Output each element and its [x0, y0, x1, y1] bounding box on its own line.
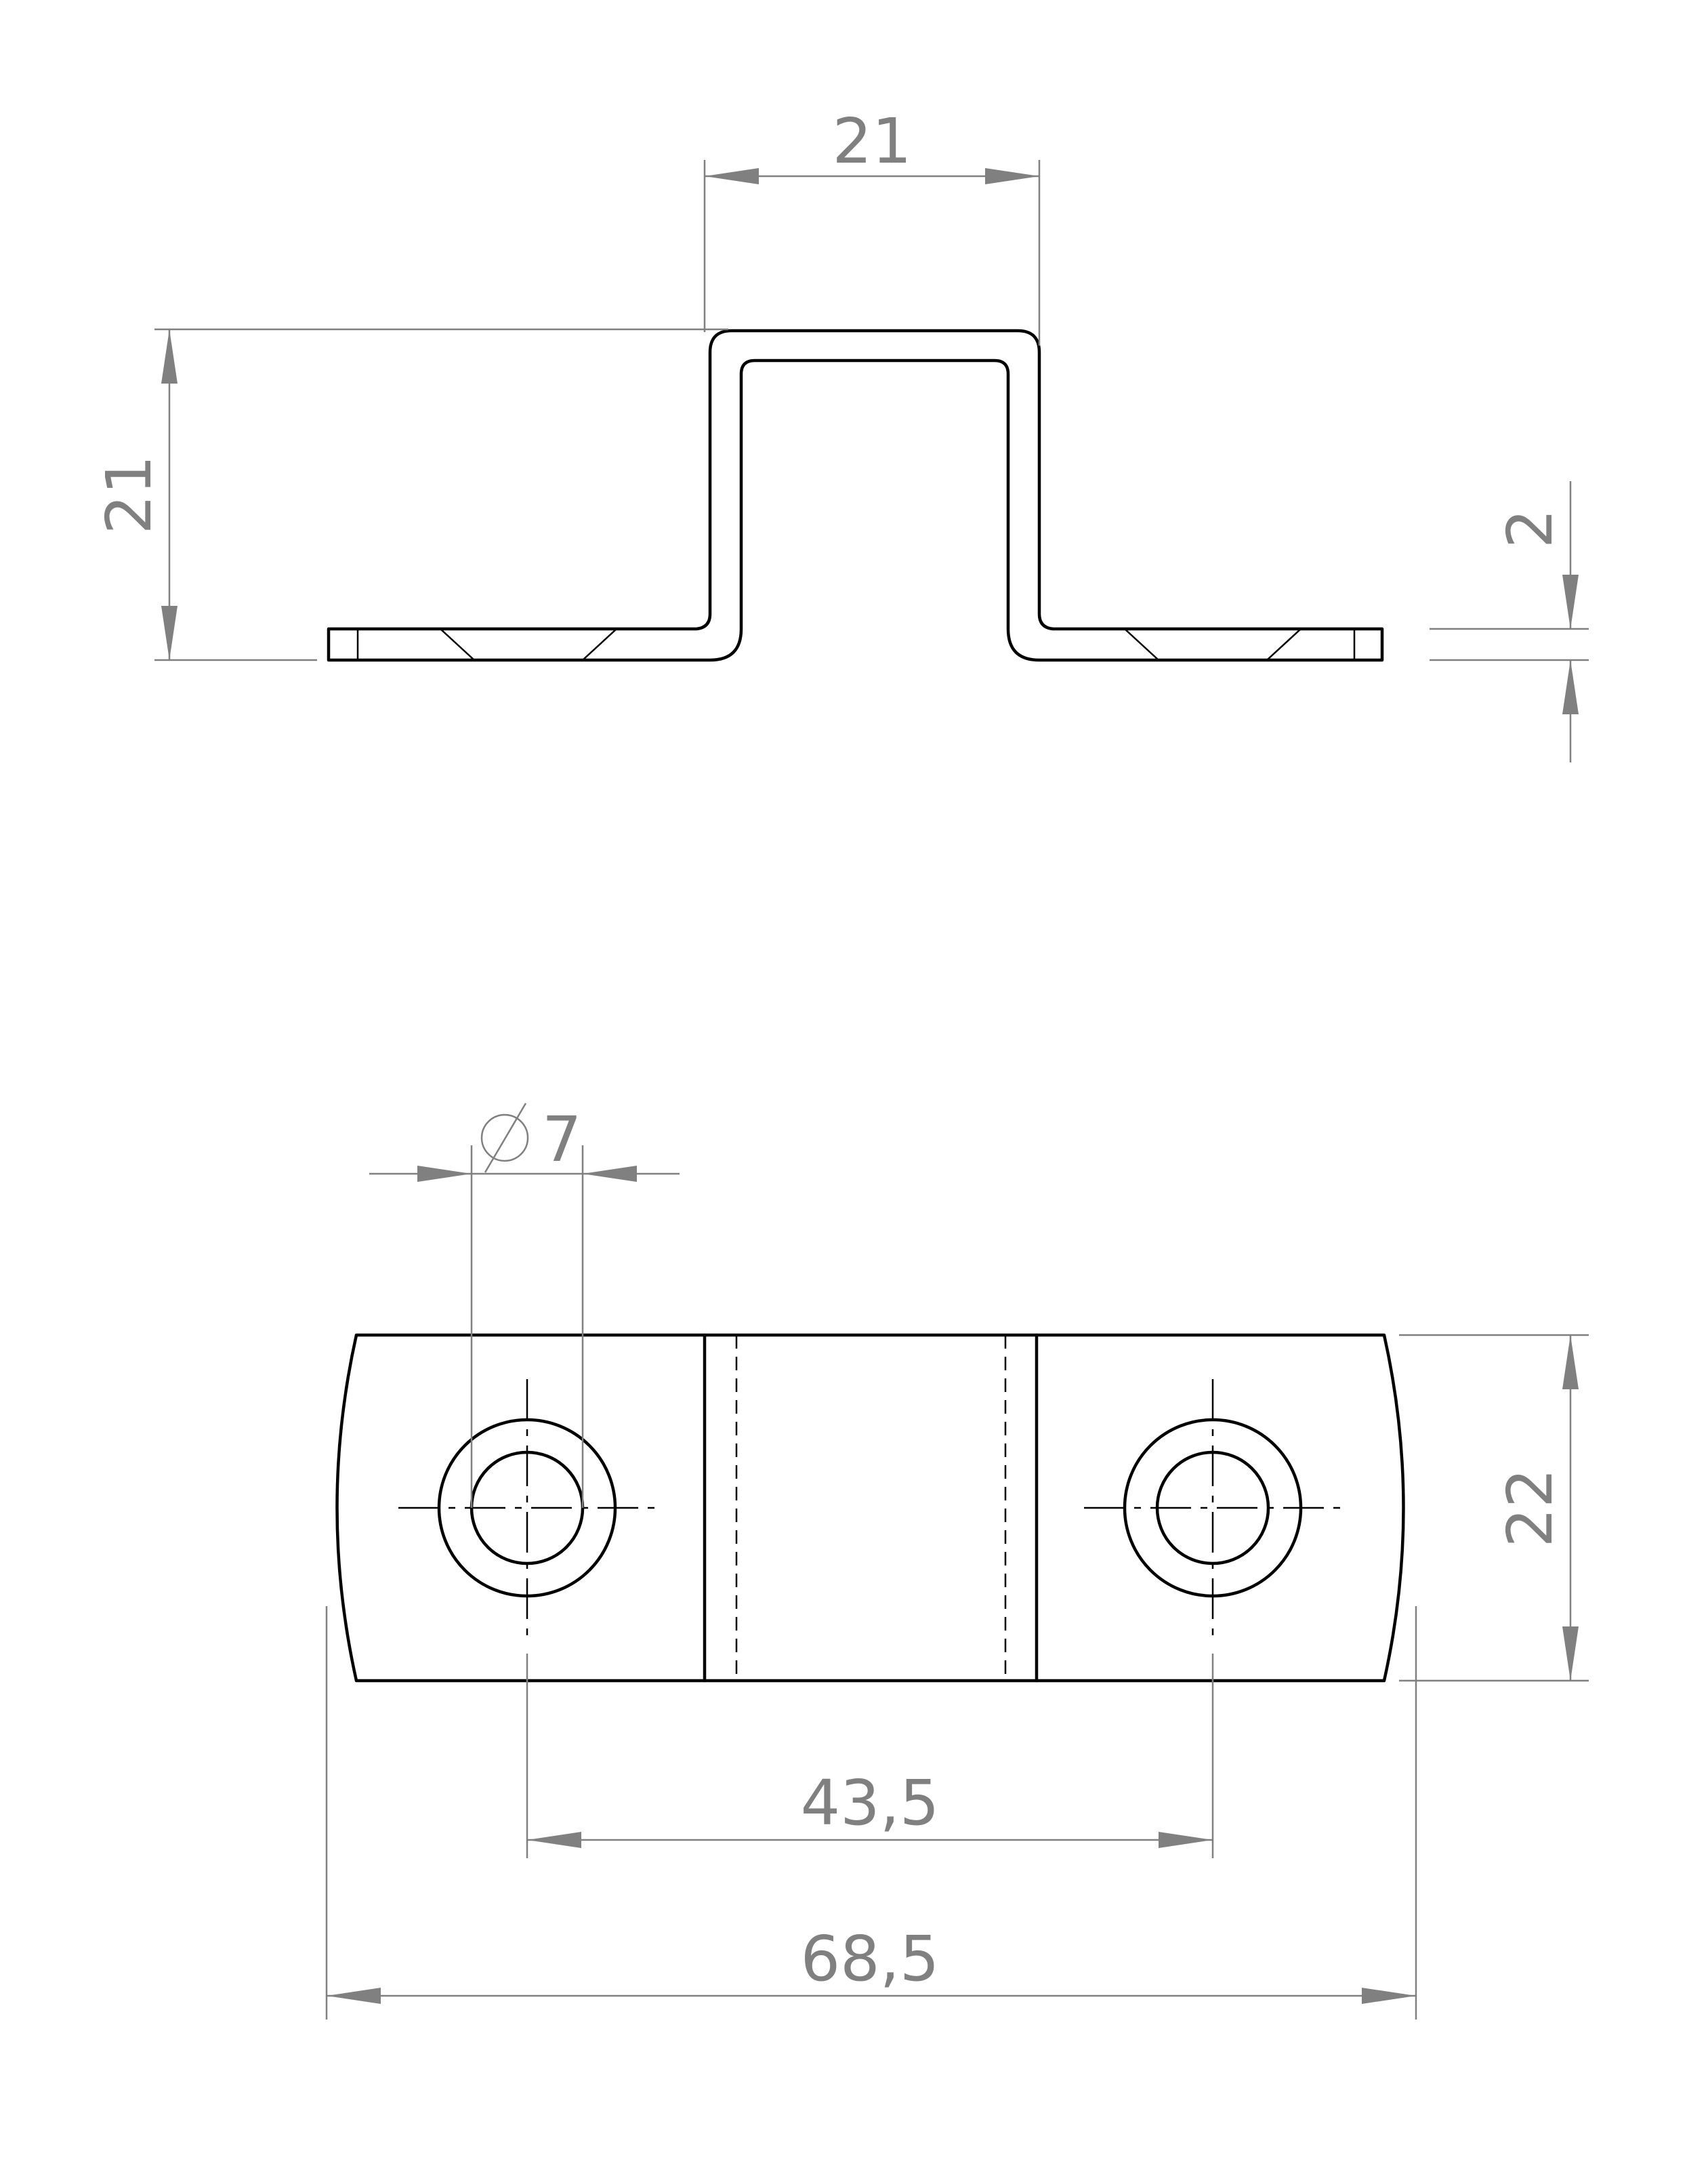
top-view: 7 22 43,5 68,5 — [325, 1103, 1589, 2020]
side-hole-left-a — [440, 628, 475, 661]
diameter-symbol-circle — [480, 1113, 529, 1162]
dim-hole-spacing-arrow-left — [527, 1832, 581, 1848]
dim-height-text: 21 — [93, 455, 165, 534]
dim-top-width-arrow-left — [705, 168, 759, 184]
dim-hole-diameter-arrow-left — [417, 1166, 472, 1182]
dim-thickness-text: 2 — [1494, 509, 1566, 549]
dim-hole-spacing-text: 43,5 — [801, 1767, 940, 1839]
side-hole-left-b — [582, 628, 617, 661]
dim-hole-diameter: 7 — [369, 1103, 680, 1508]
diameter-symbol-slash — [484, 1103, 527, 1173]
dim-overall-width: 68,5 — [325, 1606, 1417, 2020]
dim-thickness: 2 — [1430, 481, 1589, 762]
dim-plate-depth-text: 22 — [1494, 1468, 1566, 1547]
dim-thickness-arrow-top — [1562, 575, 1579, 629]
dim-plate-depth-arrow-bottom — [1562, 1626, 1579, 1681]
dim-hole-spacing-arrow-right — [1159, 1832, 1213, 1848]
side-hole-right-a — [1124, 628, 1159, 661]
dim-hole-diameter-arrow-right — [583, 1166, 637, 1182]
plate-outline — [335, 1333, 1405, 1683]
dim-height-arrow-bottom — [161, 606, 178, 660]
dim-top-width-text: 21 — [832, 105, 911, 178]
dim-plate-depth-arrow-top — [1562, 1335, 1579, 1389]
dim-overall-width-arrow-left — [327, 1988, 381, 2004]
side-view: 21 21 2 — [93, 105, 1589, 762]
side-hole-right-b — [1266, 628, 1301, 661]
diameter-symbol-icon — [480, 1103, 529, 1173]
dim-top-width-arrow-right — [985, 168, 1039, 184]
bracket-side-outer — [327, 329, 1384, 662]
dim-top-width: 21 — [703, 105, 1041, 346]
dim-hole-spacing: 43,5 — [526, 1654, 1214, 1858]
hole-right — [1084, 1379, 1341, 1637]
dim-overall-width-text: 68,5 — [801, 1923, 940, 1995]
dim-thickness-arrow-bottom — [1562, 660, 1579, 714]
dim-hole-diameter-text: 7 — [542, 1103, 582, 1176]
dim-overall-width-arrow-right — [1362, 1988, 1416, 2004]
dim-height: 21 — [93, 328, 728, 661]
dim-height-arrow-top — [161, 329, 178, 384]
hole-left — [398, 1379, 656, 1637]
dim-plate-depth: 22 — [1399, 1334, 1589, 1682]
